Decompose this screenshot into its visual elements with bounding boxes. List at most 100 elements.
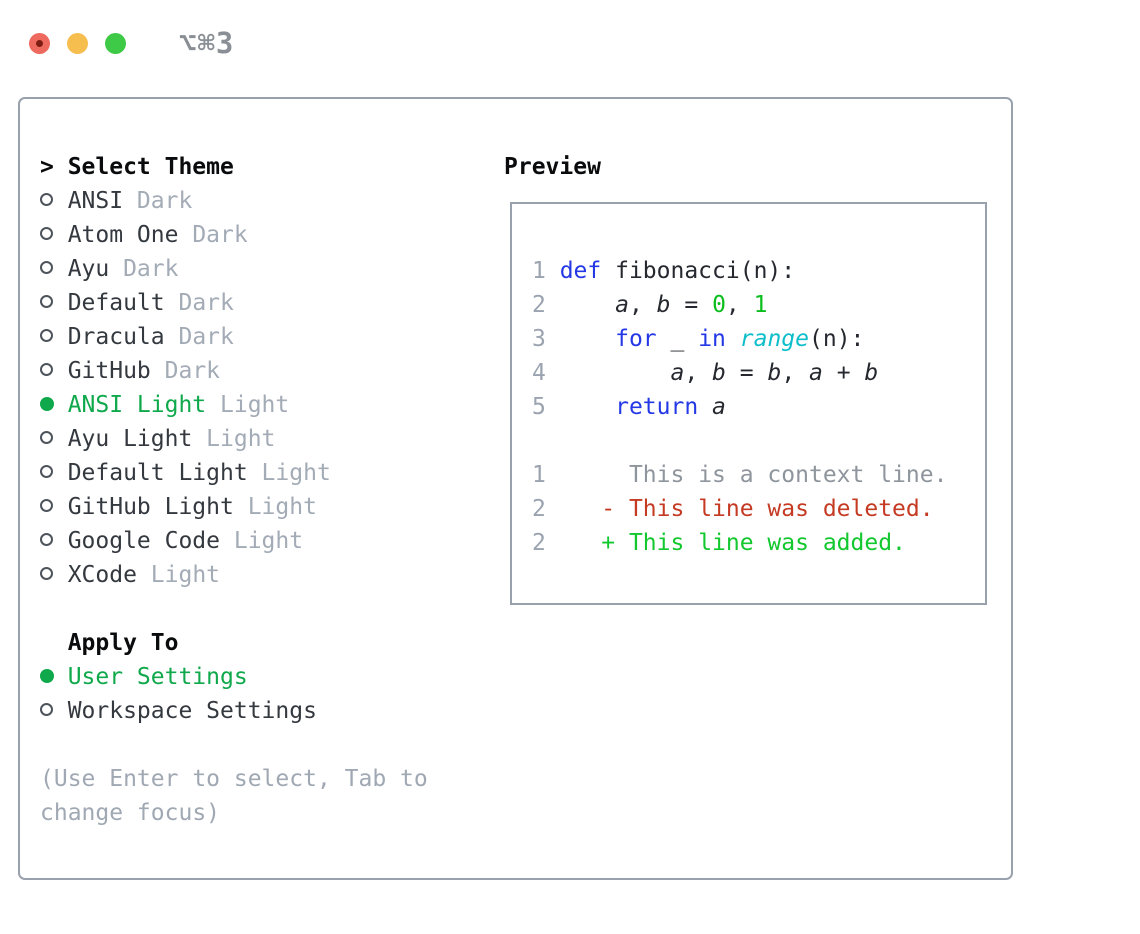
line-number: 4 [532, 360, 560, 386]
theme-option-ansi[interactable]: ANSI Dark [40, 184, 470, 218]
code-token [560, 326, 615, 352]
theme-option-ansi-light[interactable]: ANSI Light Light [40, 388, 470, 422]
theme-variant-label: Dark [150, 358, 221, 384]
radio-icon [40, 694, 68, 728]
theme-name: XCode [67, 562, 137, 588]
radio-icon [40, 184, 68, 218]
diff-marker [601, 462, 629, 488]
apply-option-user-settings[interactable]: User Settings [40, 660, 470, 694]
theme-name: Atom One [67, 222, 179, 248]
titlebar: ⌥⌘3 [29, 26, 234, 60]
diff-text: This line was added. [628, 530, 906, 556]
line-number: 1 [532, 462, 546, 488]
theme-option-ayu-light[interactable]: Ayu Light Light [40, 422, 470, 456]
radio-icon [40, 218, 68, 252]
theme-variant-label: Light [136, 562, 221, 588]
theme-option-default[interactable]: Default Dark [40, 286, 470, 320]
code-token: , [628, 292, 657, 318]
apply-option-workspace-settings[interactable]: Workspace Settings [40, 694, 470, 728]
code-token: range [739, 326, 809, 352]
theme-option-dracula[interactable]: Dracula Dark [40, 320, 470, 354]
code-token [726, 326, 740, 352]
radio-icon [40, 422, 68, 456]
radio-icon [40, 558, 68, 592]
code-token [560, 394, 615, 420]
theme-variant-label: Light [206, 392, 290, 418]
theme-option-xcode[interactable]: XCode Light [40, 558, 470, 592]
radio-dot [40, 499, 53, 512]
spacer-row [40, 592, 470, 626]
code-token: = [670, 292, 713, 318]
code-token: (n): [809, 326, 865, 352]
theme-name: Dracula [67, 324, 165, 350]
theme-name: ANSI Light [67, 392, 207, 418]
code-token: , [684, 360, 713, 386]
zoom-button[interactable] [105, 32, 126, 54]
radio-dot [40, 431, 53, 444]
theme-name: ANSI [67, 188, 124, 214]
select-theme-header: Select Theme [67, 154, 234, 180]
line-number: 3 [532, 326, 560, 352]
code-line: 4 a, b = b, a + b [532, 356, 985, 390]
code-token [560, 360, 671, 386]
code-token: 1 [753, 292, 768, 318]
theme-option-ayu[interactable]: Ayu Dark [40, 252, 470, 286]
radio-dot [40, 295, 53, 308]
theme-name: Default [67, 290, 165, 316]
theme-option-google-code[interactable]: Google Code Light [40, 524, 470, 558]
apply-to-header: Apply To [67, 630, 179, 656]
theme-variant-label: Dark [109, 256, 179, 282]
window-title: ⌥⌘3 [179, 26, 235, 60]
code-token: a [809, 360, 823, 386]
code-token: fibonacci(n): [601, 258, 796, 284]
code-token: _ [656, 326, 699, 352]
code-line: 3 for _ in range(n): [532, 322, 985, 356]
diff-indent [546, 496, 601, 522]
theme-option-github-light[interactable]: GitHub Light Light [40, 490, 470, 524]
line-number: 2 [532, 530, 546, 556]
radio-dot [40, 396, 54, 411]
radio-selected-icon [40, 660, 68, 694]
radio-icon [40, 524, 68, 558]
diff-text: This is a context line. [628, 462, 948, 488]
code-line: 5 return a [532, 390, 985, 424]
minimize-button[interactable] [67, 32, 88, 54]
code-token: 0 [712, 292, 726, 318]
theme-option-atom-one[interactable]: Atom One Dark [40, 218, 470, 252]
theme-variant-label: Light [247, 460, 331, 486]
theme-name: GitHub Light [67, 494, 234, 520]
radio-icon [40, 252, 68, 286]
line-number: 2 [532, 496, 546, 522]
theme-name: Default Light [67, 460, 248, 486]
code-token: b [864, 360, 879, 386]
code-token: b [656, 292, 671, 318]
theme-variant-label: Light [220, 528, 304, 554]
code-token [698, 394, 712, 420]
theme-variant-label: Dark [164, 324, 234, 350]
code-token: def [559, 258, 602, 284]
radio-dot [40, 193, 53, 206]
theme-name: Ayu [67, 256, 110, 282]
close-button[interactable] [29, 32, 50, 54]
code-token: for [615, 326, 657, 352]
line-number: 5 [532, 394, 560, 420]
code-token: in [698, 326, 726, 352]
theme-variant-label: Dark [123, 188, 193, 214]
radio-dot [40, 668, 54, 683]
code-token: , [725, 292, 754, 318]
code-token [560, 292, 615, 318]
theme-variant-label: Dark [178, 222, 248, 248]
code-token: a [670, 360, 685, 386]
theme-option-github[interactable]: GitHub Dark [40, 354, 470, 388]
preview-box: 1 def fibonacci(n): 2 a, b = 0, 1 3 for _ … [510, 202, 987, 605]
theme-name: Ayu Light [67, 426, 193, 452]
theme-option-default-light[interactable]: Default Light Light [40, 456, 470, 490]
radio-icon [40, 490, 68, 524]
radio-dot [40, 329, 53, 342]
preview-header: Preview [504, 154, 601, 180]
radio-dot [40, 363, 53, 376]
radio-dot [40, 533, 53, 546]
